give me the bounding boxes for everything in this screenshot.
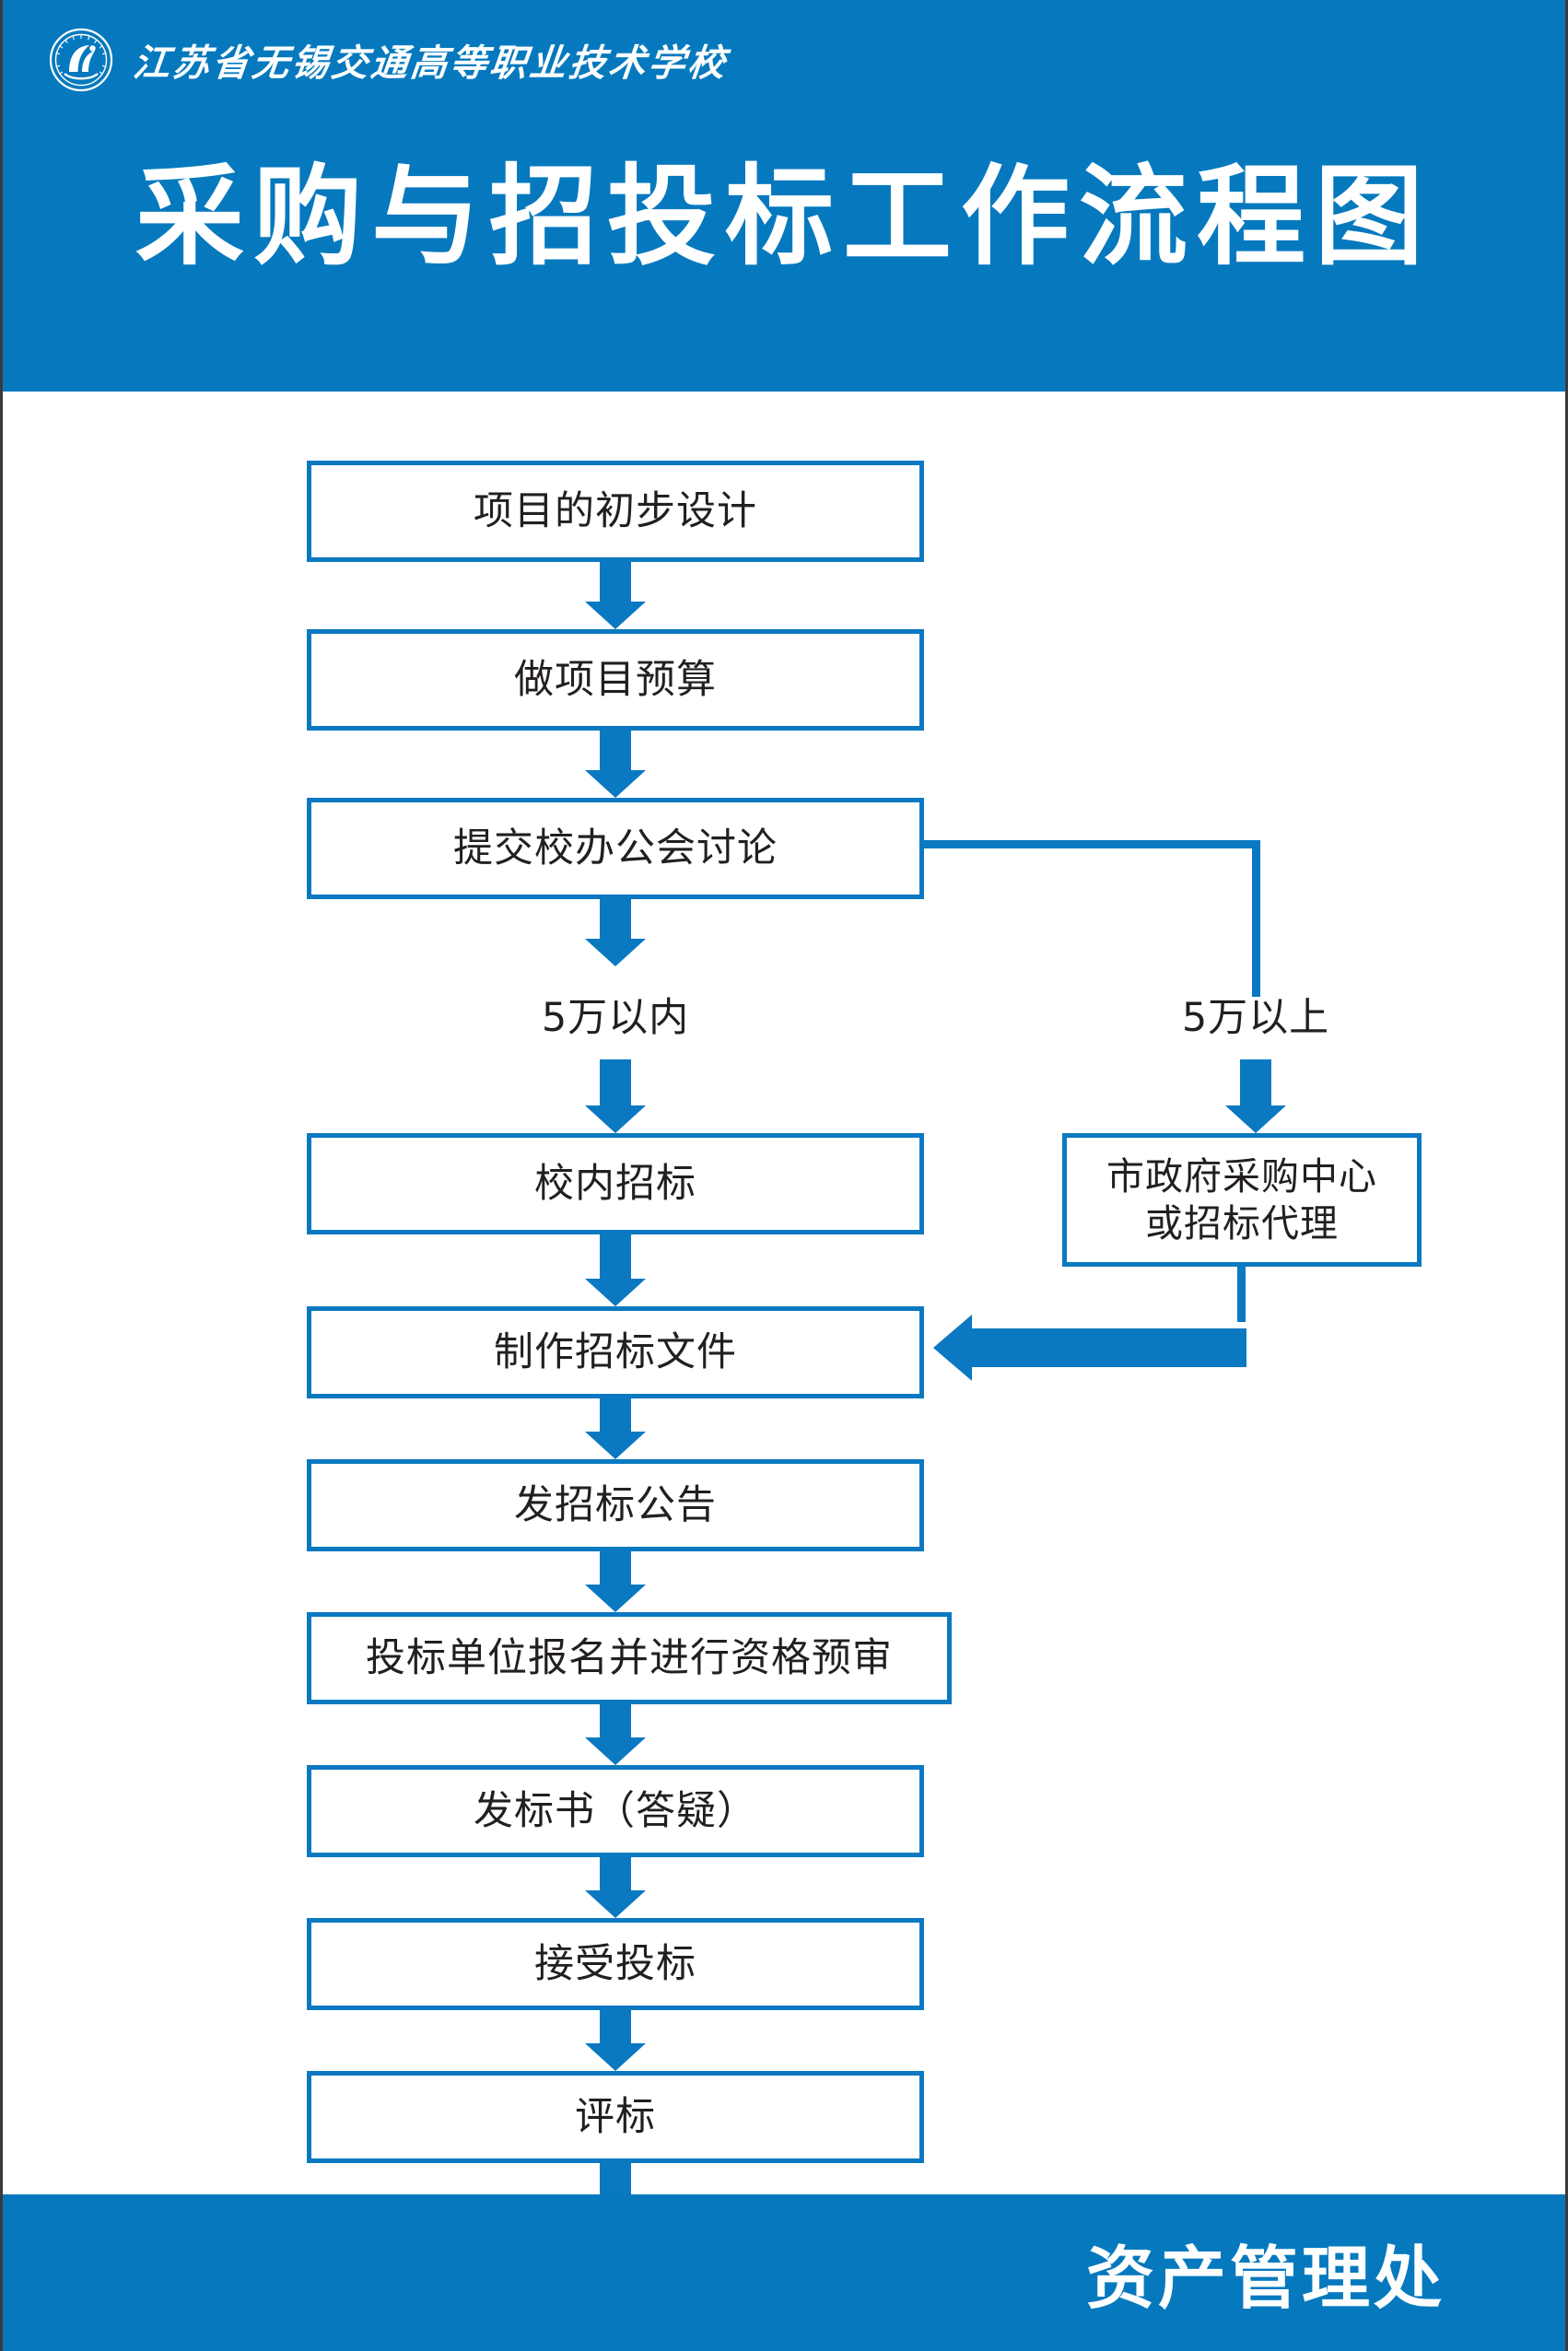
page-title: 采购与招投标工作流程图: [135, 153, 1433, 280]
connector-branch-right-vertical: [1252, 840, 1260, 997]
arrow-n3-branch-left: [583, 899, 648, 966]
arrow-n1-n2: [583, 562, 648, 629]
flow-node-government-procurement-center[interactable]: 市政府采购中心 或招标代理: [1062, 1133, 1422, 1267]
arrow-n6-n7: [583, 1398, 648, 1459]
flow-node-project-budget[interactable]: 做项目预算: [307, 629, 924, 731]
flow-node-line-1: 市政府采购中心: [1106, 1154, 1377, 1199]
flow-node-bid-evaluation[interactable]: 评标: [307, 2071, 924, 2163]
flowchart: 项目的初步设计 做项目预算 提交校办公会讨论 5万以内 5万以上: [3, 392, 1565, 2351]
flow-node-submit-to-office-meeting[interactable]: 提交校办公会讨论: [307, 798, 924, 899]
connector-branch-right-horizontal: [924, 840, 1260, 848]
header-banner: 江苏省无锡交通高等职业技术学校 采购与招投标工作流程图: [3, 0, 1565, 392]
flow-node-issue-tender-announcement[interactable]: 发招标公告: [307, 1459, 924, 1551]
footer-department-name: 资产管理处: [1086, 2239, 1445, 2319]
connector-merge-vertical: [1237, 1267, 1246, 1322]
flow-node-bidder-registration-prequalification[interactable]: 投标单位报名并进行资格预审: [307, 1612, 952, 1704]
arrow-n9-n10: [583, 1857, 648, 1918]
footer-banner: 资产管理处: [3, 2194, 1565, 2351]
flow-node-issue-bid-documents-qa[interactable]: 发标书（答疑）: [307, 1765, 924, 1857]
flow-node-prepare-tender-documents[interactable]: 制作招标文件: [307, 1306, 924, 1398]
arrow-to-internal-tender: [583, 1059, 648, 1133]
flow-node-line-2: 或招标代理: [1145, 1200, 1339, 1246]
arrow-n8-n9: [583, 1704, 648, 1765]
flow-node-internal-tender[interactable]: 校内招标: [307, 1133, 924, 1234]
brand-row: 江苏省无锡交通高等职业技术学校: [49, 28, 730, 92]
flow-node-preliminary-design[interactable]: 项目的初步设计: [307, 461, 924, 562]
arrow-merge-to-tender-documents: [933, 1315, 1246, 1381]
branch-label-under-50k: 5万以内: [541, 995, 690, 1041]
arrow-to-government-center: [1223, 1059, 1288, 1133]
branch-label-over-50k: 5万以上: [1181, 995, 1330, 1041]
school-name: 江苏省无锡交通高等职业技术学校: [131, 42, 730, 84]
arrow-n4-n6: [583, 1234, 648, 1306]
arrow-n2-n3: [583, 731, 648, 798]
arrow-n7-n8: [583, 1551, 648, 1612]
school-crest-icon: [49, 28, 113, 92]
flow-node-accept-bids[interactable]: 接受投标: [307, 1918, 924, 2010]
arrow-n10-n11: [583, 2010, 648, 2071]
